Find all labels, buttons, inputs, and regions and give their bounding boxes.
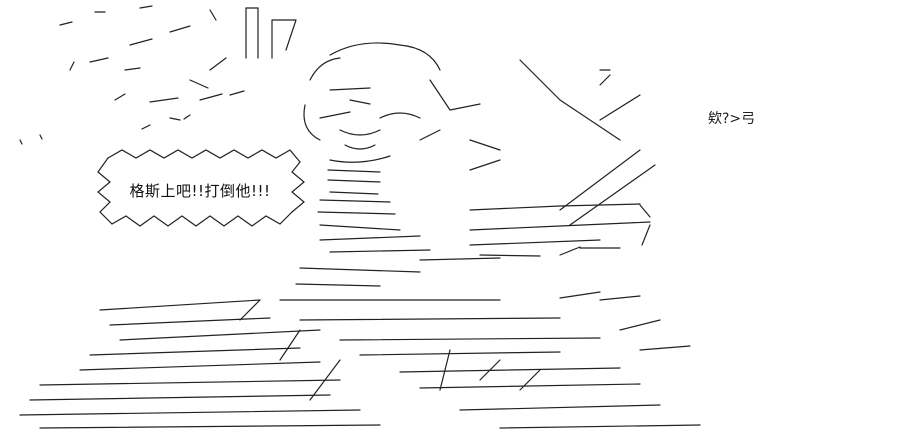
side-caption: 欸?>弓 — [708, 111, 756, 127]
ground-motion-lines — [19, 291, 701, 429]
character-head — [303, 42, 501, 171]
character-torso — [295, 169, 541, 287]
sword-and-arm — [469, 59, 656, 256]
panel-frame — [245, 7, 297, 59]
shout-callout: 格斯上吧!!打倒他!!! — [90, 150, 310, 236]
speed-lines-top-left — [19, 5, 245, 145]
shout-bubble — [97, 149, 305, 227]
shout-text: 格斯上吧!!打倒他!!! — [129, 182, 271, 200]
